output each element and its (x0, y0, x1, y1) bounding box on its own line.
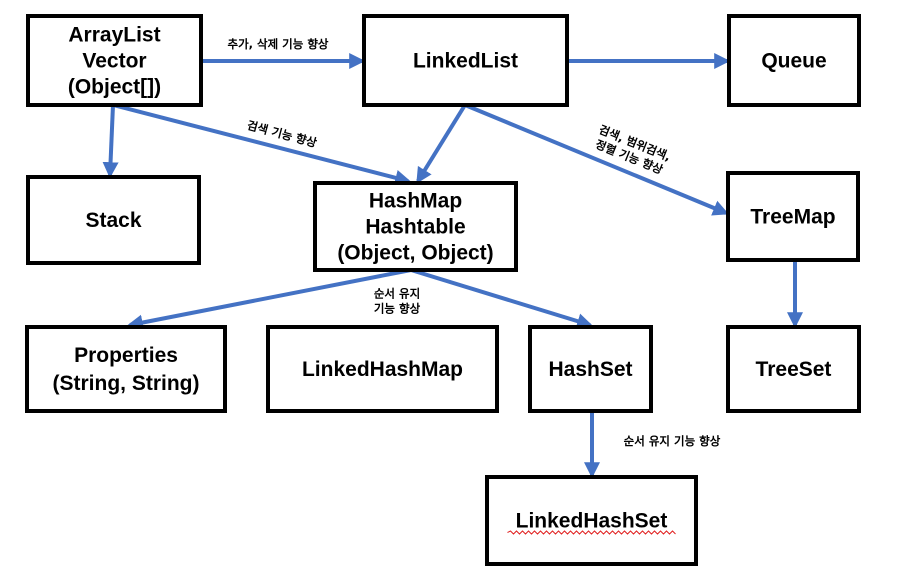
node-box (362, 14, 569, 107)
node-label: HashSet (548, 358, 632, 381)
node-linkedhashmap: LinkedHashMap (266, 325, 499, 413)
node-box (26, 175, 201, 265)
node-treeset: TreeSet (726, 325, 861, 413)
node-label: Properties (String, String) (53, 344, 200, 395)
node-hashset: HashSet (528, 325, 653, 413)
node-label: Stack (85, 209, 141, 232)
node-stack: Stack (26, 175, 201, 265)
node-label-line: (Object[]) (68, 76, 161, 99)
node-label-line: (String, String) (53, 372, 200, 395)
arrow-arraylist-stack (102, 104, 119, 179)
node-label-line: HashMap (369, 190, 462, 213)
edge-label-line: 추가, 삭제 기능 향상 (227, 37, 328, 51)
node-label-line: TreeSet (756, 358, 832, 381)
node-label-line: LinkedHashSet (516, 510, 668, 533)
node-label-line: LinkedList (413, 50, 518, 73)
node-label: LinkedHashSet (516, 510, 668, 533)
edge-label-line: 순서 유지 기능 향상 (624, 434, 721, 448)
spellcheck-underline (507, 530, 676, 535)
node-box (25, 325, 227, 413)
edge-label-hashset-linkedhashset: 순서 유지 기능 향상 (624, 434, 721, 448)
arrow-arraylist-hashmap (112, 103, 412, 186)
node-label: LinkedList (413, 50, 518, 73)
node-box (26, 14, 203, 107)
edge-label-line: 검색 기능 향상 (246, 118, 319, 150)
node-label-line: Hashtable (365, 216, 465, 239)
node-label-line: Queue (761, 50, 826, 73)
node-properties: Properties (String, String) (25, 325, 227, 413)
node-box (266, 325, 499, 413)
edge-label-arraylist-hashmap: 검색 기능 향상 (246, 118, 319, 150)
arrow-linkedlist-treemap (464, 103, 729, 216)
node-box (727, 14, 861, 107)
node-box (726, 325, 861, 413)
node-label: TreeMap (750, 206, 835, 229)
edge-label-linkedlist-treemap: 검색, 범위검색,정렬 기능 향상 (591, 122, 673, 177)
node-label: Queue (761, 50, 826, 73)
edge-label-line: 기능 향상 (374, 302, 421, 316)
node-label-line: (Object, Object) (337, 242, 493, 265)
edge-label-line: 순서 유지 (374, 287, 420, 301)
node-box (528, 325, 653, 413)
node-box (726, 171, 860, 262)
node-label-line: LinkedHashMap (302, 358, 463, 381)
node-treemap: TreeMap (726, 171, 860, 262)
node-box (485, 475, 698, 566)
node-label: TreeSet (756, 358, 832, 381)
node-box (313, 181, 518, 272)
arrow-hashmap-hashset (410, 268, 594, 329)
node-queue: Queue (727, 14, 861, 107)
node-label-line: HashSet (548, 358, 632, 381)
node-label-line: ArrayList (68, 24, 160, 47)
node-label-line: TreeMap (750, 206, 835, 229)
node-linkedhashset: LinkedHashSet (485, 475, 698, 566)
node-label-line: Vector (82, 50, 146, 73)
node-label: LinkedHashMap (302, 358, 463, 381)
node-label-line: Properties (74, 344, 178, 367)
node-label-line: Stack (85, 209, 141, 232)
arrow-hashmap-properties (126, 268, 412, 331)
node-linkedlist: LinkedList (362, 14, 569, 107)
arrow-linkedlist-hashmap (416, 103, 467, 184)
edge-label-arraylist-linkedlist: 추가, 삭제 기능 향상 (227, 37, 328, 51)
